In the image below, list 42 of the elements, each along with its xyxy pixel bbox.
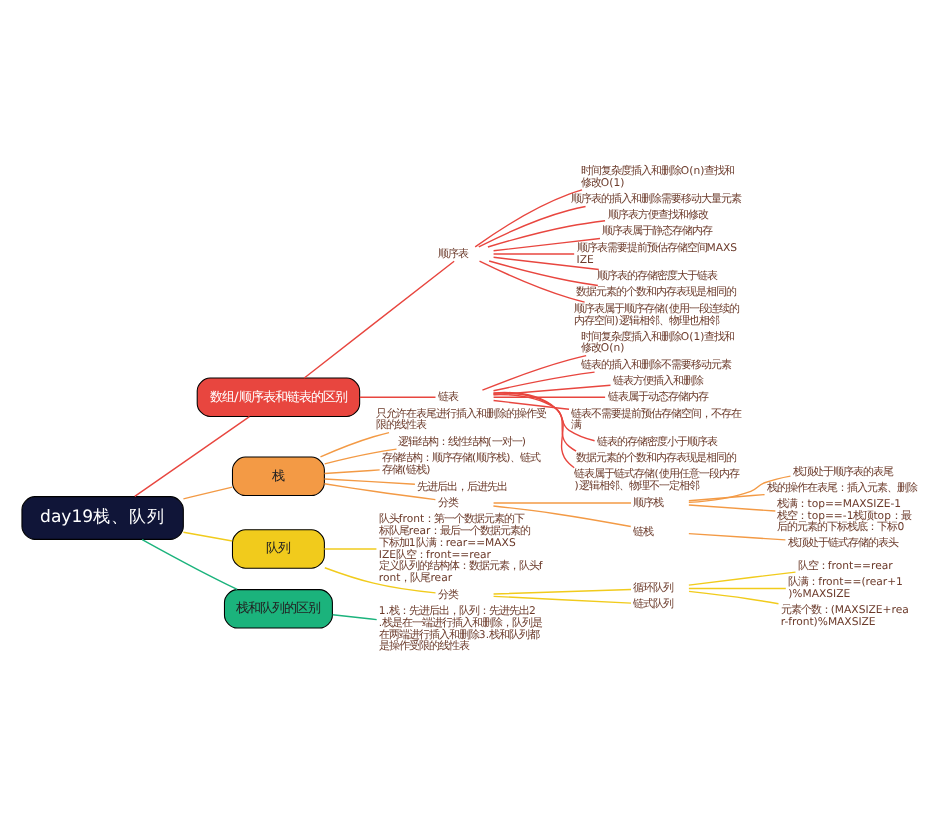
connector (134, 415, 251, 498)
connector (688, 504, 777, 512)
connector (319, 431, 390, 458)
connector (492, 588, 632, 595)
connector (323, 483, 437, 501)
connector (492, 595, 632, 604)
connector (481, 354, 587, 391)
connector (323, 548, 378, 550)
connector (303, 260, 455, 379)
connector (688, 587, 787, 590)
connector (492, 371, 596, 392)
connector (487, 220, 606, 248)
connector (323, 478, 416, 485)
connector (182, 486, 233, 500)
connector (323, 469, 381, 475)
connector (478, 260, 586, 303)
connector (492, 391, 575, 469)
connector (492, 396, 606, 398)
connector (492, 256, 600, 271)
connector (492, 505, 632, 528)
connector (492, 253, 575, 255)
node-box: day19栈、队列 (21, 496, 184, 540)
connector (182, 531, 233, 542)
connector (492, 392, 577, 452)
connector (688, 493, 766, 502)
connector (492, 399, 570, 410)
connector (474, 189, 583, 248)
connector (324, 567, 437, 594)
connector (141, 538, 238, 591)
connector (688, 571, 797, 586)
connector (324, 448, 398, 465)
connector (331, 614, 378, 621)
connector (688, 590, 780, 605)
connector (492, 237, 601, 252)
connector (688, 475, 792, 504)
connector (492, 384, 612, 396)
connector (688, 533, 787, 541)
connector (478, 205, 587, 248)
connector (492, 502, 632, 504)
connector (359, 396, 437, 398)
connector (492, 393, 596, 442)
connector (488, 260, 599, 287)
